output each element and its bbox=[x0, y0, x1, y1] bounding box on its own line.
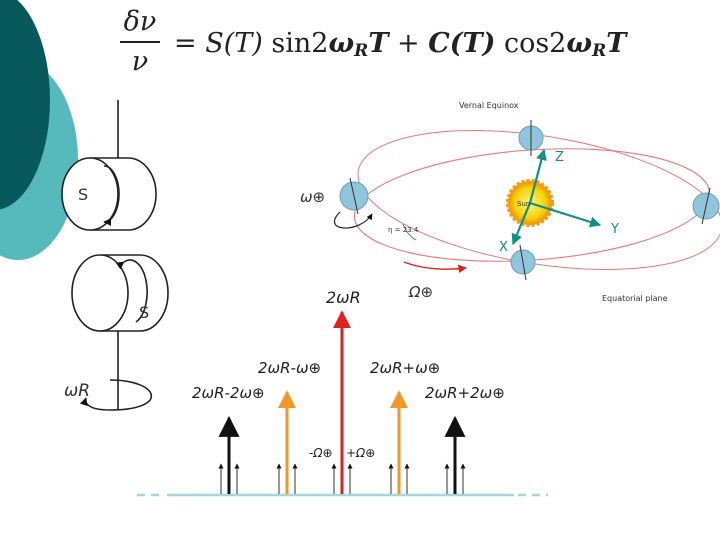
label-outer-right: 2ωR+2ω⊕ bbox=[425, 384, 505, 402]
cavity-top-face bbox=[61, 157, 119, 231]
equatorial-plane-label: Equatorial plane bbox=[602, 294, 668, 303]
tilt-angle-arc bbox=[402, 223, 417, 241]
cavity-bottom-face bbox=[71, 254, 129, 332]
term1-time: T bbox=[368, 28, 389, 59]
term2-function: cos2 bbox=[503, 28, 567, 59]
orbital-rate-label: Ω⊕ bbox=[408, 283, 433, 301]
earth-axis-right bbox=[701, 187, 711, 225]
background-decoration bbox=[0, 0, 78, 260]
cavity-label-top: S bbox=[78, 185, 88, 204]
term2-time: T bbox=[606, 28, 627, 59]
rotation-rate-label: ωR bbox=[64, 381, 90, 401]
rotating-cavities bbox=[61, 100, 169, 411]
axis-x bbox=[511, 202, 532, 246]
cavity-top-arrow bbox=[103, 165, 120, 226]
earth-axis-left bbox=[349, 177, 359, 215]
equals-sign: = bbox=[174, 28, 197, 59]
rotation-arrow bbox=[79, 379, 153, 411]
term2-subscript: R bbox=[592, 41, 607, 61]
earth-spin-label: ω⊕ bbox=[300, 188, 325, 206]
frequency-shift-formula: δν ν = S(T) sin2ωRT + C(T) cos2ωRT bbox=[120, 6, 626, 86]
axis-y bbox=[529, 201, 602, 228]
frequency-spectrum bbox=[137, 310, 548, 497]
plus-sign: + bbox=[397, 28, 420, 59]
label-inner-left: 2ωR-ω⊕ bbox=[258, 359, 321, 377]
term1-subscript: R bbox=[354, 41, 369, 61]
vernal-equinox-label: Vernal Equinox bbox=[459, 101, 519, 110]
axis-z-label: Z bbox=[555, 150, 564, 165]
lhs-numerator: δν bbox=[123, 6, 157, 37]
axis-z bbox=[528, 148, 547, 204]
cavity-bottom-arrow bbox=[115, 259, 148, 323]
label-inner-right: 2ωR+ω⊕ bbox=[370, 359, 440, 377]
fraction-bar bbox=[120, 41, 160, 43]
axis-x-label: X bbox=[499, 240, 508, 255]
label-sideband-plus: +Ω⊕ bbox=[346, 446, 375, 460]
background-dark-ellipse bbox=[0, 0, 50, 210]
lhs-fraction: δν ν bbox=[120, 6, 160, 78]
orbit-diagram bbox=[333, 120, 720, 281]
orbital-motion-arrow bbox=[403, 261, 467, 274]
annual-sidebands bbox=[218, 463, 466, 494]
term1-function: sin2 bbox=[271, 28, 329, 59]
lhs-denominator: ν bbox=[131, 46, 149, 77]
sun-label: Sun bbox=[517, 200, 530, 208]
cavity-label-bottom: S bbox=[139, 303, 149, 322]
term1-coefficient: S(T) bbox=[205, 28, 263, 59]
term2-coefficient: C(T) bbox=[428, 28, 496, 59]
tilt-label: η = 23.4 bbox=[388, 226, 419, 234]
rhs-expression: = S(T) sin2ωRT + C(T) cos2ωRT bbox=[174, 28, 626, 61]
earth-axis-bottom bbox=[519, 244, 527, 281]
label-sideband-minus: -Ω⊕ bbox=[309, 446, 333, 460]
label-center: 2ωR bbox=[326, 288, 361, 307]
earth-spin-arrow bbox=[333, 211, 373, 229]
term2-omega: ω bbox=[566, 28, 593, 59]
term1-omega: ω bbox=[328, 28, 355, 59]
axis-y-label: Y bbox=[610, 222, 619, 237]
label-outer-left: 2ωR-2ω⊕ bbox=[192, 384, 265, 402]
